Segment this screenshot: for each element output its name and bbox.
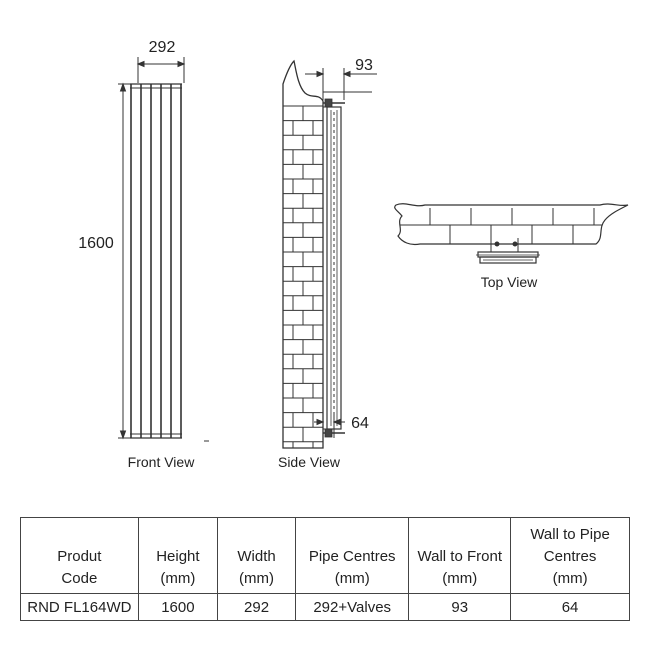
header-pipe-centres: Pipe Centres (mm) (294, 517, 410, 594)
side-view-caption: Side View (278, 454, 341, 470)
header-line: Code (61, 570, 98, 587)
wall-to-pipe-dimension (314, 412, 345, 438)
header-line: Wall to Pipe (530, 526, 610, 543)
header-height: Height (mm) (137, 517, 219, 594)
header-line: Wall to Front (417, 548, 502, 565)
brick-wall-top (394, 203, 629, 246)
width-dimension (136, 57, 186, 83)
header-line: (mm) (334, 570, 370, 587)
front-view-caption: Front View (128, 454, 196, 470)
header-line: Height (156, 548, 200, 565)
header-line: Produt (57, 548, 102, 565)
cell-width: 292 (217, 593, 296, 621)
front-view (118, 57, 209, 442)
width-dim-label: 292 (149, 39, 176, 56)
header-line: Width (237, 548, 276, 565)
header-line: (mm) (442, 570, 478, 587)
radiator-front (130, 83, 182, 439)
top-view-caption: Top View (481, 274, 538, 290)
side-view (282, 59, 377, 449)
cell-wall-to-pipe-centres: 64 (510, 593, 630, 621)
header-line: (mm) (160, 570, 196, 587)
top-view (394, 203, 629, 264)
header-line: Centres (543, 548, 597, 565)
cell-product-code: RND FL164WD (20, 593, 139, 621)
spec-table: Produt Code Height (mm) Width (mm) Pipe … (20, 517, 630, 621)
header-wall-to-front: Wall to Front (mm) (408, 517, 512, 594)
header-line: (mm) (552, 570, 588, 587)
technical-drawing: 292 1600 Front View (78, 39, 629, 470)
cell-wall-to-front: 93 (408, 593, 512, 621)
radiator-side (323, 98, 345, 438)
header-product-code: Produt Code (20, 517, 139, 594)
header-line: (mm) (239, 570, 275, 587)
spec-table-header-row: Produt Code Height (mm) Width (mm) Pipe … (20, 517, 630, 594)
height-dim-label: 1600 (78, 235, 114, 252)
header-line: Pipe Centres (308, 548, 396, 565)
header-width: Width (mm) (217, 517, 296, 594)
brick-wall-side (282, 59, 324, 449)
wall-to-pipe-dim-label: 64 (351, 415, 369, 432)
cell-height: 1600 (137, 593, 219, 621)
cell-pipe-centres: 292+Valves (294, 593, 410, 621)
wall-to-front-dimension (305, 68, 377, 100)
table-row: RND FL164WD 1600 292 292+Valves 93 64 (20, 593, 630, 621)
height-dimension (118, 82, 209, 442)
radiator-top (476, 238, 540, 264)
header-wall-to-pipe-centres: Wall to Pipe Centres (mm) (510, 517, 630, 594)
wall-to-front-dim-label: 93 (355, 57, 373, 74)
